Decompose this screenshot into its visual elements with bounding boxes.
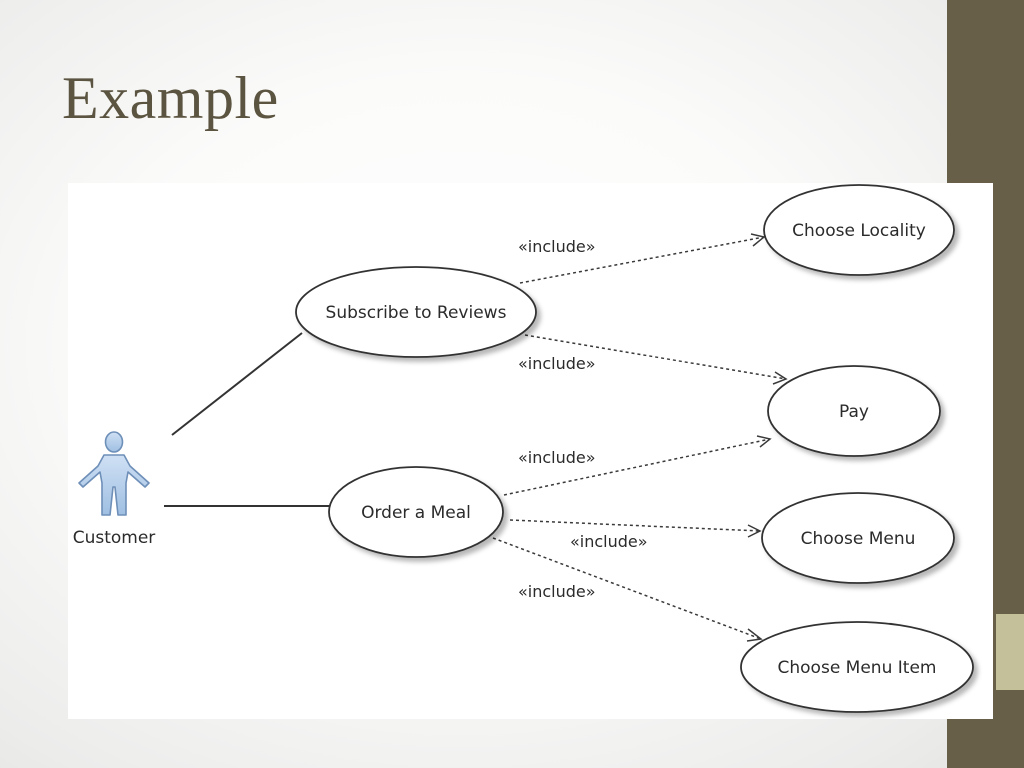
- actor-label: Customer: [73, 528, 156, 548]
- association-line-subscribe: [171, 332, 303, 436]
- arrowhead-menu: [747, 524, 762, 538]
- include-label-2: «include»: [518, 354, 596, 373]
- include-edge-subscribe-locality: [519, 236, 765, 284]
- slide-title: Example: [62, 65, 279, 131]
- use-case-locality: Choose Locality: [763, 184, 955, 276]
- use-case-pay-label: Pay: [839, 402, 869, 422]
- use-case-menu-label: Choose Menu: [801, 529, 916, 549]
- use-case-pay: Pay: [767, 365, 941, 457]
- use-case-subscribe: Subscribe to Reviews: [295, 266, 537, 358]
- actor-customer: Customer: [73, 431, 156, 548]
- include-edge-order-menu: [509, 519, 761, 532]
- arrowhead-pay-a: [772, 371, 788, 385]
- include-edge-subscribe-pay: [524, 334, 787, 380]
- use-case-order-label: Order a Meal: [361, 503, 471, 523]
- use-case-subscribe-label: Subscribe to Reviews: [326, 303, 507, 323]
- use-case-menu: Choose Menu: [761, 492, 955, 584]
- arrowhead-pay-b: [756, 435, 772, 448]
- arrowhead-menu-item: [746, 628, 763, 642]
- use-case-menu-item: Choose Menu Item: [740, 621, 974, 713]
- diagram-canvas: Customer «include» «include» «include» «…: [73, 184, 974, 713]
- arrowhead-locality: [750, 233, 766, 247]
- use-case-locality-label: Choose Locality: [792, 221, 926, 241]
- include-label-1: «include»: [518, 237, 596, 256]
- include-label-4: «include»: [570, 532, 648, 551]
- include-label-3: «include»: [518, 448, 596, 467]
- use-case-order: Order a Meal: [328, 466, 504, 558]
- side-accent-block: [996, 614, 1024, 690]
- stick-figure-icon: [78, 431, 150, 516]
- use-case-menu-item-label: Choose Menu Item: [778, 658, 937, 678]
- use-case-diagram: Customer «include» «include» «include» «…: [68, 183, 993, 719]
- include-label-5: «include»: [518, 582, 596, 601]
